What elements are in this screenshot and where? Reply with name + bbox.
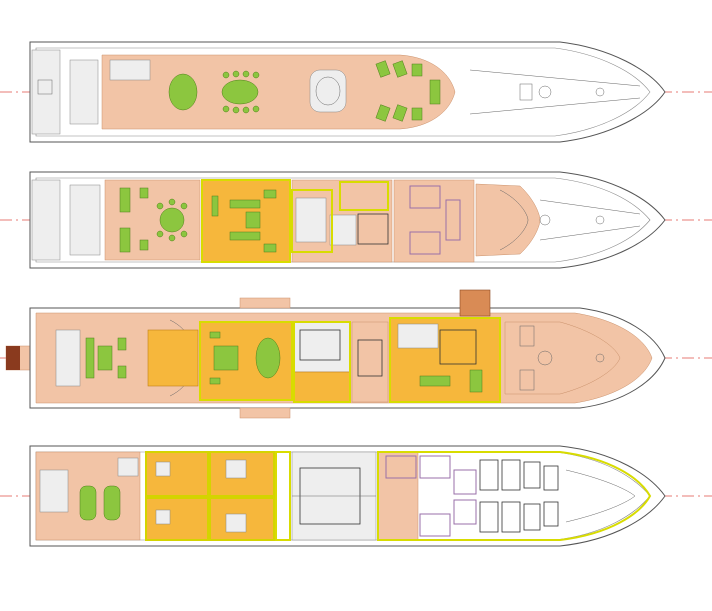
main-deck-plan — [0, 289, 712, 419]
bridge-deck-plan — [0, 171, 712, 269]
sun-deck-plan — [0, 41, 712, 143]
lower-deck-plan — [0, 445, 712, 547]
guest-cabins — [145, 451, 291, 541]
